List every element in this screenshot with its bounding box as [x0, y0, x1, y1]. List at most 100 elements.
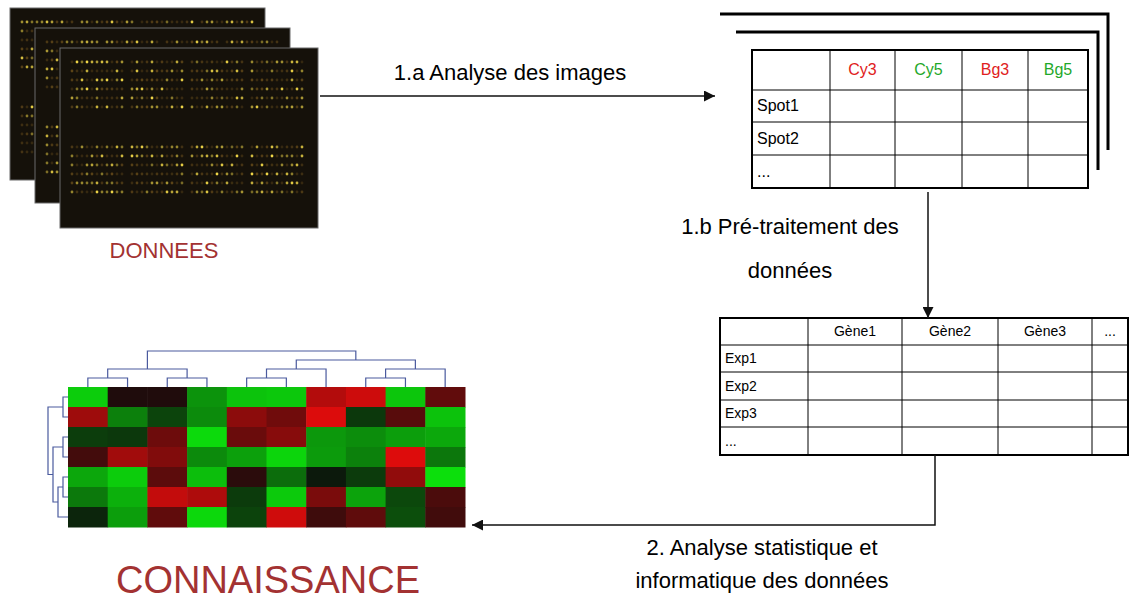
spot: [261, 146, 264, 149]
spot: [151, 61, 154, 64]
spot: [286, 182, 289, 185]
spot: [121, 155, 124, 158]
dendrogram-link: [63, 397, 68, 417]
spot: [151, 79, 154, 82]
spot: [301, 164, 304, 167]
spot: [76, 155, 79, 158]
spot: [276, 173, 279, 176]
spot: [141, 164, 144, 167]
spot: [216, 191, 219, 194]
spot: [56, 135, 59, 138]
spot: [216, 97, 219, 100]
spot: [56, 21, 59, 24]
spot: [226, 41, 229, 44]
heatmap-cell: [306, 387, 346, 408]
spot: [201, 191, 204, 194]
spot: [106, 70, 109, 73]
spot: [31, 151, 34, 154]
spot: [171, 164, 174, 167]
heatmap-cell: [386, 507, 426, 528]
spot: [51, 41, 54, 44]
spot: [126, 41, 129, 44]
spot: [31, 39, 34, 42]
spot: [301, 191, 304, 194]
spot: [181, 146, 184, 149]
spot: [211, 106, 214, 109]
spot: [241, 146, 244, 149]
spot: [301, 182, 304, 185]
spot: [151, 70, 154, 73]
spot: [171, 21, 174, 24]
spot: [266, 79, 269, 82]
spot: [271, 41, 274, 44]
table-rule: [830, 50, 831, 188]
spot: [191, 97, 194, 100]
spot: [261, 191, 264, 194]
spot: [211, 146, 214, 149]
spot: [141, 146, 144, 149]
spot: [161, 97, 164, 100]
spot: [116, 70, 119, 73]
spot: [276, 97, 279, 100]
spot: [176, 155, 179, 158]
spot: [226, 21, 229, 24]
spot: [231, 97, 234, 100]
spot: [211, 41, 214, 44]
spot: [181, 61, 184, 64]
spot: [51, 59, 54, 62]
spot: [181, 164, 184, 167]
heatmap-cell: [386, 447, 426, 468]
heatmap-cell: [108, 487, 148, 508]
spot: [91, 182, 94, 185]
spot: [221, 191, 224, 194]
spot: [76, 97, 79, 100]
spot: [291, 106, 294, 109]
heatmap-cell: [147, 407, 187, 428]
heatmap-cell: [346, 387, 386, 408]
spot: [166, 182, 169, 185]
spot: [21, 30, 24, 33]
spot: [281, 164, 284, 167]
spot: [191, 164, 194, 167]
spot: [231, 173, 234, 176]
spot: [156, 21, 159, 24]
spot: [216, 182, 219, 185]
spot: [196, 88, 199, 91]
spot: [76, 70, 79, 73]
spot: [116, 41, 119, 44]
spot: [201, 106, 204, 109]
spot: [301, 97, 304, 100]
spot: [176, 88, 179, 91]
spot: [291, 61, 294, 64]
spot: [236, 61, 239, 64]
spot: [81, 70, 84, 73]
spot: [146, 106, 149, 109]
spot: [81, 61, 84, 64]
heatmap-cell: [425, 507, 465, 528]
spot: [226, 79, 229, 82]
heatmap-cell: [267, 487, 307, 508]
spot: [271, 106, 274, 109]
spot: [296, 70, 299, 73]
spot: [286, 79, 289, 82]
spot: [56, 86, 59, 89]
spot: [171, 191, 174, 194]
spot: [136, 79, 139, 82]
spot: [301, 146, 304, 149]
spot: [261, 88, 264, 91]
spot: [141, 88, 144, 91]
spot: [21, 151, 24, 154]
spot: [196, 164, 199, 167]
spot: [196, 146, 199, 149]
spot: [31, 133, 34, 136]
spot: [201, 21, 204, 24]
spot: [211, 182, 214, 185]
spot: [56, 50, 59, 53]
spot: [196, 41, 199, 44]
spot: [211, 21, 214, 24]
spot: [131, 146, 134, 149]
spot: [166, 79, 169, 82]
table-rule: [720, 345, 1128, 346]
spot: [116, 21, 119, 24]
